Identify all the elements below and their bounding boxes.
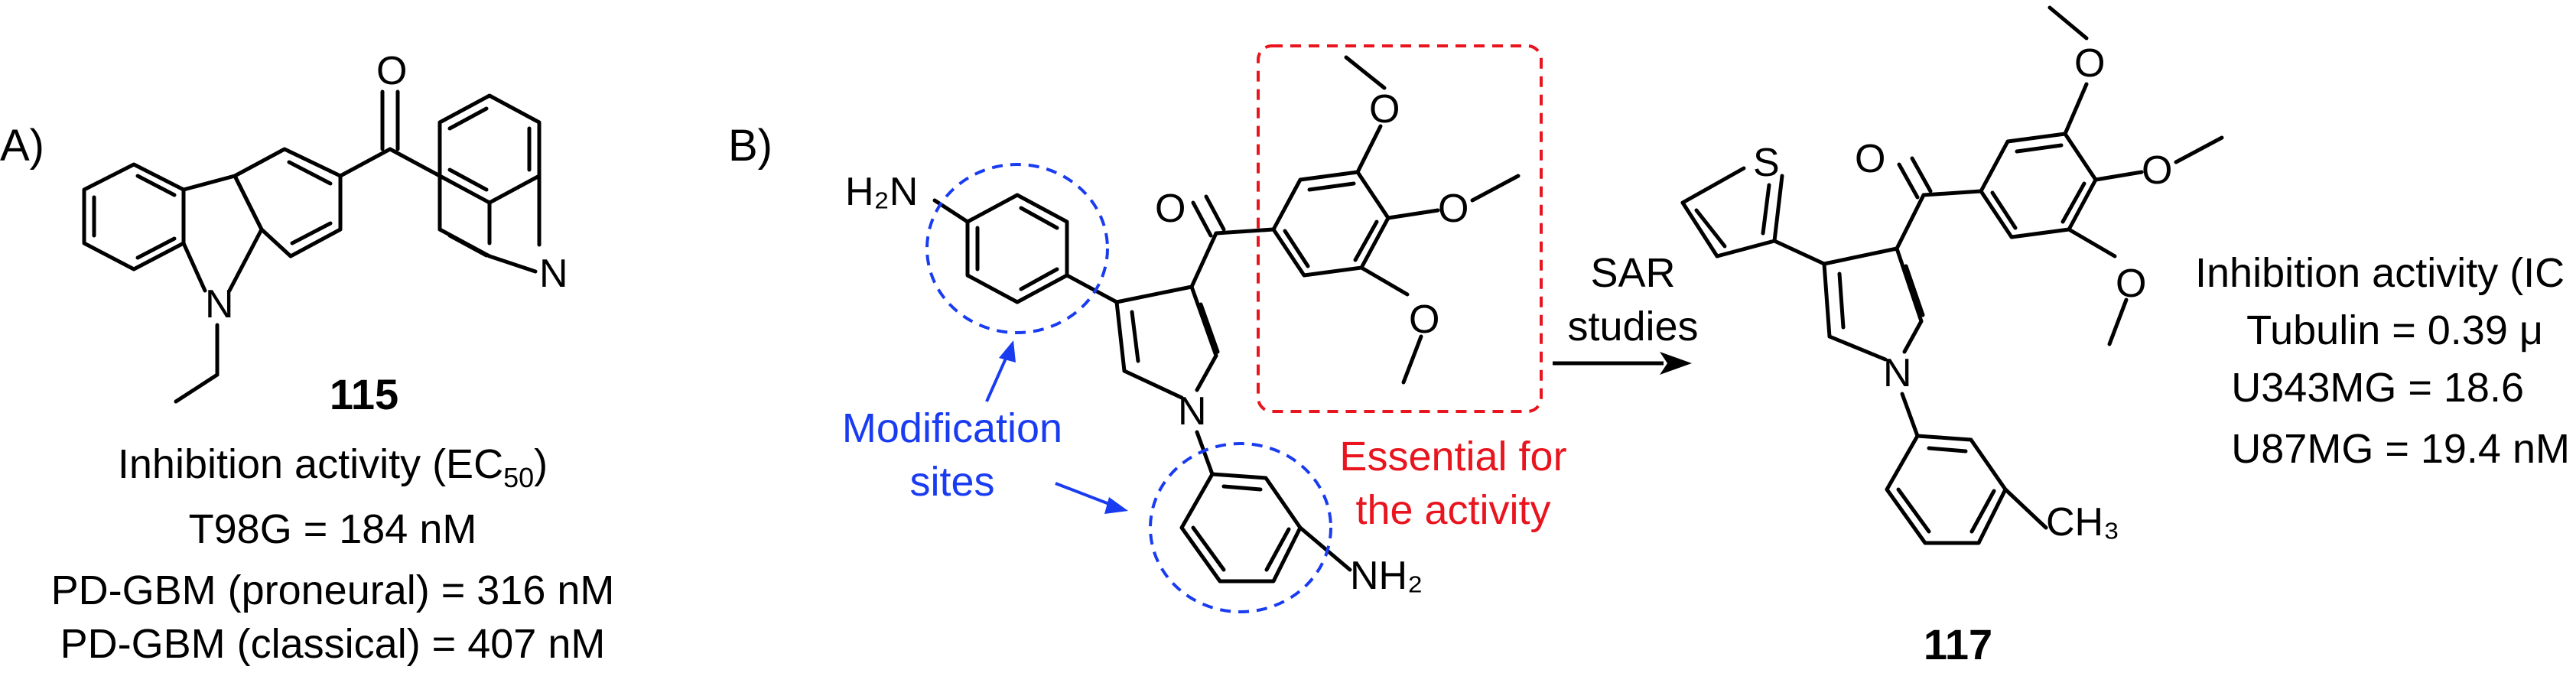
compound-117-id: 117 (1924, 620, 1992, 668)
ketone-bond-right-117 (1921, 189, 1983, 197)
compound-117-activity-line: U343MG = 18.6 (2231, 365, 2524, 411)
n-phenyl-bond (1195, 430, 1215, 476)
methoxy-bottom-oxygen: O (1409, 297, 1439, 342)
compound-115-structure: N O N (82, 49, 568, 404)
ketone-oxygen: O (1155, 187, 1186, 231)
methoxy-middle-oxygen: O (1438, 187, 1469, 231)
n-tolyl-bond (1900, 392, 1920, 438)
ketone-bond-left-117 (1895, 193, 1926, 251)
essential-region-box (1257, 44, 1543, 413)
carbazole-left-ring (82, 162, 186, 271)
carbazole-right-ring (233, 147, 343, 258)
ketone-double-2 (1204, 194, 1226, 232)
methoxy-middle-methyl (1470, 174, 1521, 203)
carbazole-nitrogen: N (205, 282, 234, 327)
methyl-label: CH₃ (2046, 500, 2119, 545)
pyrrole-ring (1114, 284, 1220, 400)
quinoline-pyridine-ring (437, 174, 542, 274)
compound-117-structure: S N O (1680, 5, 2224, 545)
ketone-double-1-117 (1897, 162, 1920, 200)
trimethoxyphenyl-ring (1271, 170, 1390, 278)
panel-label-b: B) (728, 121, 772, 171)
modification-circle-lower (1149, 442, 1332, 613)
arrow-label-line2: studies (1567, 304, 1698, 350)
methoxy-bottom-methyl (1401, 334, 1423, 385)
lead-compound-structure: H₂N N O (845, 55, 1521, 598)
compound-117-activity: Inhibition activity (IC Tubulin = 0.39 μ… (2195, 250, 2570, 472)
aminophenyl-lower-ring (1179, 472, 1303, 584)
methoxy-top-methyl-117 (2047, 5, 2089, 41)
compound-117-activity-title: Inhibition activity (IC (2195, 250, 2565, 296)
modification-arrows (985, 340, 1128, 514)
tolyl-ring (1885, 434, 2008, 545)
methoxy-bottom-bond-117 (2067, 227, 2117, 258)
modification-circle-upper (925, 163, 1109, 334)
pyrrole-nitrogen-117: N (1883, 351, 1912, 395)
quinoline-nitrogen: N (539, 252, 568, 296)
methoxy-bottom-oxygen-117: O (2116, 262, 2146, 306)
essential-label-line2: the activity (1355, 487, 1550, 533)
methoxy-top-bond-117 (2063, 82, 2089, 136)
ethyl-bond-2 (174, 372, 220, 404)
methyl-bond (2003, 487, 2048, 530)
thiophene-sulfur: S (1753, 141, 1780, 185)
methoxy-middle-methyl-117 (2174, 135, 2224, 164)
arrow-label-line1: SAR (1590, 250, 1675, 296)
sar-arrow (1553, 352, 1692, 375)
ketone-oxygen-117: O (1855, 137, 1885, 181)
compound-115-activity-line: PD-GBM (proneural) = 316 nM (51, 567, 615, 613)
methoxy-bottom-bond (1359, 265, 1410, 297)
methoxy-middle-oxygen-117: O (2142, 148, 2172, 193)
thiophene-pyrrole-bond (1772, 239, 1826, 266)
carbonyl-bond-right (388, 147, 442, 178)
pyrrole-nitrogen: N (1178, 389, 1207, 434)
essential-label-line1: Essential for (1339, 434, 1566, 480)
panel-label-a: A) (0, 121, 44, 171)
compound-115-activity-line: T98G = 184 nM (189, 506, 477, 552)
compound-115-id: 115 (330, 370, 398, 418)
ketone-bond-right (1214, 227, 1276, 236)
compound-115-activity: Inhibition activity (EC50) T98G = 184 nM… (51, 441, 615, 667)
phenyl-pyrrole-bond (1065, 273, 1119, 304)
ketone-bond-left (1189, 231, 1218, 289)
aminophenyl-upper-ring (965, 193, 1069, 304)
thiophene-ring (1680, 166, 1784, 258)
carbazole-pyrrole-ring (181, 174, 264, 293)
quinoline-benzo-ring (437, 93, 542, 205)
ketone-double-1 (1191, 200, 1213, 238)
modification-label-line1: Modification (842, 405, 1062, 451)
methoxy-top-oxygen-117: O (2074, 41, 2105, 86)
methoxy-top-oxygen: O (1369, 87, 1400, 132)
carbonyl-bond-left (338, 147, 392, 178)
pyrrole-ring-117 (1822, 246, 1925, 362)
methoxy-middle-bond-117 (2093, 170, 2144, 182)
carbonyl-oxygen: O (376, 49, 407, 93)
compound-117-activity-line: Tubulin = 0.39 μ (2246, 307, 2543, 353)
methoxy-top-bond (1355, 124, 1383, 174)
compound-117-activity-line: U87MG = 19.4 nM (2231, 426, 2570, 472)
amine-right-bond (1298, 525, 1352, 572)
amine-left-label: H₂N (845, 170, 918, 214)
compound-115-activity-title: Inhibition activity (EC50) (118, 441, 548, 493)
methoxy-top-methyl (1344, 55, 1387, 90)
methoxy-bottom-methyl-117 (2107, 297, 2129, 346)
compound-115-activity-line: PD-GBM (classical) = 407 nM (60, 621, 606, 667)
amine-right-label: NH₂ (1350, 554, 1423, 598)
ketone-double-2-117 (1910, 156, 1933, 193)
trimethoxyphenyl-ring-117 (1979, 132, 2098, 239)
methoxy-middle-bond (1386, 208, 1440, 220)
modification-label-line2: sites (909, 459, 994, 505)
